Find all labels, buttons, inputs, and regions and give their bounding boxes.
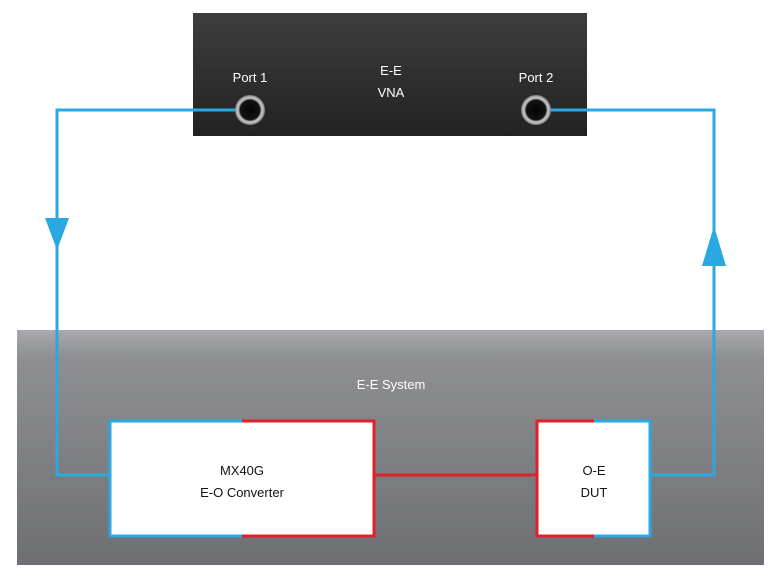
- converter-box: [108, 419, 376, 538]
- converter-label-line2: E-O Converter: [200, 485, 284, 500]
- dut-label-line2: DUT: [581, 485, 608, 500]
- arrow-up-icon: [702, 226, 726, 266]
- port1-label: Port 1: [233, 70, 268, 85]
- converter-label-line1: MX40G: [220, 463, 264, 478]
- vna-title-line2: VNA: [378, 85, 405, 100]
- arrow-down-icon: [45, 218, 69, 250]
- system-label: E-E System: [357, 377, 426, 392]
- cable-port1-to-converter: [55, 108, 238, 477]
- dut-box: [535, 419, 652, 538]
- cable-dut-to-port2: [548, 108, 716, 477]
- port2-connector-icon: [521, 95, 551, 125]
- dut-label-line1: O-E: [582, 463, 605, 478]
- vna-title-line1: E-E: [380, 63, 402, 78]
- port1-connector-icon: [235, 95, 265, 125]
- port2-label: Port 2: [519, 70, 554, 85]
